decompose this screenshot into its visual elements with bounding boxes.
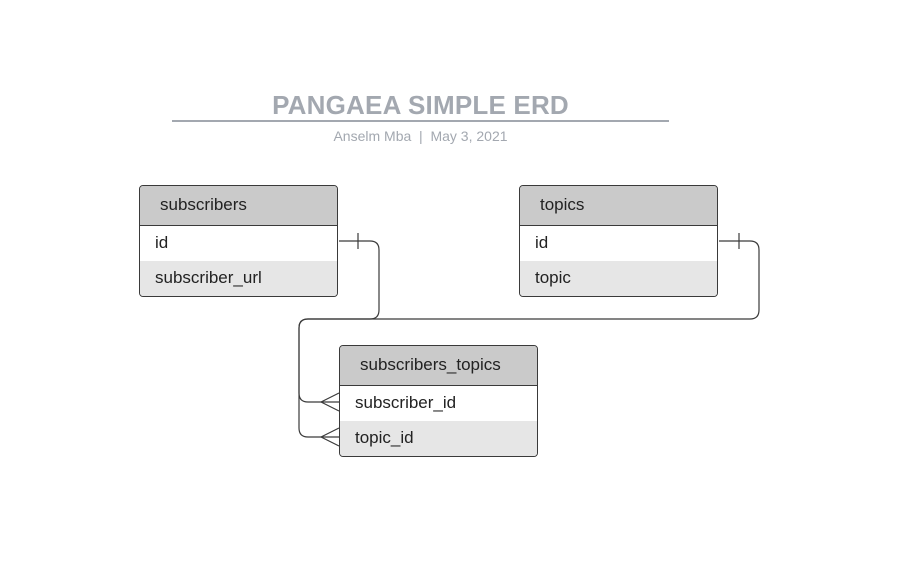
entity-header: subscribers xyxy=(140,186,337,226)
many-marker-subscriber-id xyxy=(320,392,340,412)
entity-header: topics xyxy=(520,186,717,226)
entity-subscribers-topics[interactable]: subscribers_topics subscriber_id topic_i… xyxy=(339,345,538,457)
field-subscriber-url: subscriber_url xyxy=(140,261,337,296)
diagram-title: PANGAEA SIMPLE ERD xyxy=(272,90,569,120)
title-underline xyxy=(172,120,669,122)
field-subscriber-id: subscriber_id xyxy=(355,393,457,412)
field-topic: topic xyxy=(520,261,717,296)
relationship-line-topics xyxy=(298,240,760,438)
entity-header: subscribers_topics xyxy=(340,346,537,386)
many-marker-topic-id xyxy=(320,427,340,447)
diagram-subtitle: Anselm Mba | May 3, 2021 xyxy=(333,128,508,144)
entity-topics[interactable]: topics id topic xyxy=(519,185,718,297)
field-id: id xyxy=(155,233,169,252)
field-topic-id: topic_id xyxy=(340,421,537,456)
field-id: id xyxy=(535,233,549,252)
entity-subscribers[interactable]: subscribers id subscriber_url xyxy=(139,185,338,297)
